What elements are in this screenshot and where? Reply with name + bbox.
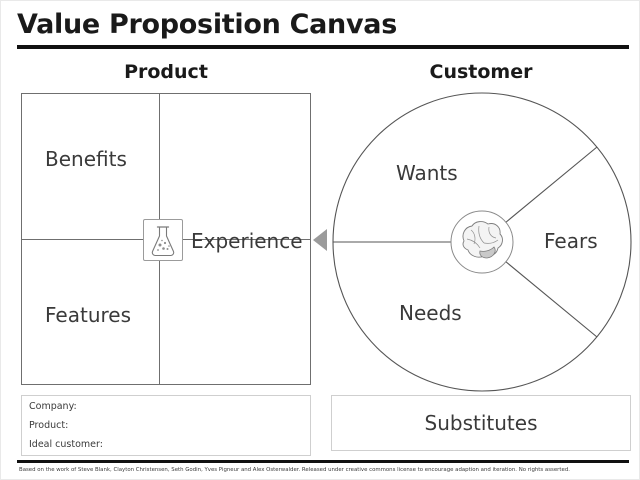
product-horizontal-divider-left [21,239,143,240]
product-column-heading: Product [124,61,208,83]
customer-sector-fears[interactable]: Fears [544,229,598,253]
substitutes-box[interactable] [331,395,631,451]
product-horizontal-divider-right [177,239,311,240]
customer-circle[interactable] [331,91,633,393]
customer-column-heading: Customer [429,61,533,83]
product-quadrant-features[interactable]: Features [45,303,131,327]
product-quadrant-benefits[interactable]: Benefits [45,147,127,171]
footer-divider [17,460,629,463]
field-label-company[interactable]: Company: [29,401,77,412]
substitutes-label[interactable]: Substitutes [424,411,538,435]
company-info-box[interactable] [21,395,311,456]
field-label-product[interactable]: Product: [29,420,69,431]
customer-sector-wants[interactable]: Wants [396,161,458,185]
page-title: Value Proposition Canvas [17,9,397,40]
customer-sector-needs[interactable]: Needs [399,301,462,325]
flask-icon [143,219,183,261]
brain-icon [462,221,503,259]
left-arrow-icon [313,229,327,251]
attribution-text: Based on the work of Steve Blank, Clayto… [19,467,570,473]
field-label-ideal-customer[interactable]: Ideal customer: [29,439,103,450]
title-divider [17,45,629,49]
product-quadrant-experience[interactable]: Experience [191,229,303,253]
